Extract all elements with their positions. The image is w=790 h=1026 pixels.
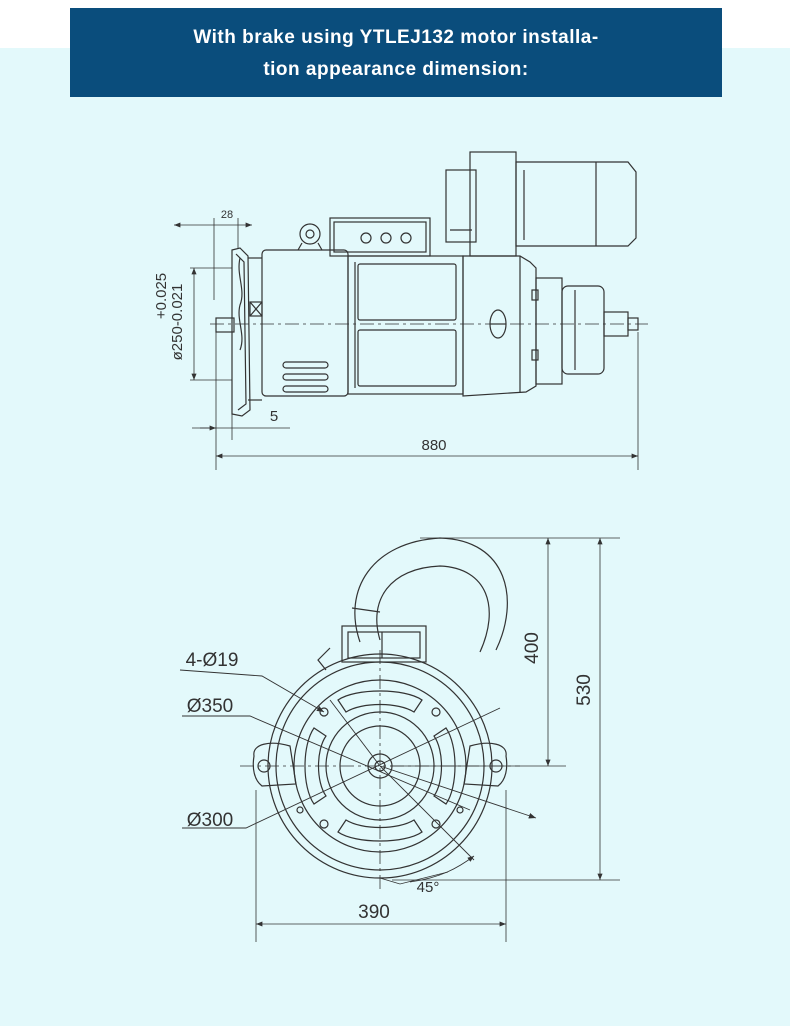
dim-tolerance-label: +0.025 [153,273,170,319]
dim-total-height-label: 530 [574,674,595,706]
drawing-background [0,48,790,1026]
bolt-holes [296,707,464,829]
title-banner: With brake using YTLEJ132 motor installa… [70,8,722,97]
side-motor-body [261,217,464,397]
side-brake [462,255,563,397]
dim-width-label: 390 [358,902,390,923]
side-view [174,151,648,470]
dim-holes-label: 4-Ø19 [186,650,239,671]
side-encoder [561,285,639,375]
front-blower-duct [351,537,508,653]
side-flange [231,247,263,417]
front-view [179,537,620,942]
dim-pcd-label: Ø350 [187,696,233,717]
dim-880-label: 880 [421,437,446,454]
dim-28-label: 28 [221,209,233,221]
dim-angle-label: 45° [417,879,440,896]
dim-5-label: 5 [270,408,278,425]
dim-center-height-label: 400 [522,632,543,664]
dim-spigot-label: Ø300 [187,810,233,831]
title-line-2: tion appearance dimension: [263,58,529,80]
title-line-1: With brake using YTLEJ132 motor installa… [193,26,599,48]
front-terminal-box [317,625,427,671]
dim-shaft-diameter-label: ø250-0.021 [169,284,186,361]
side-blower [445,151,637,257]
left-shaft-stub [215,317,235,333]
